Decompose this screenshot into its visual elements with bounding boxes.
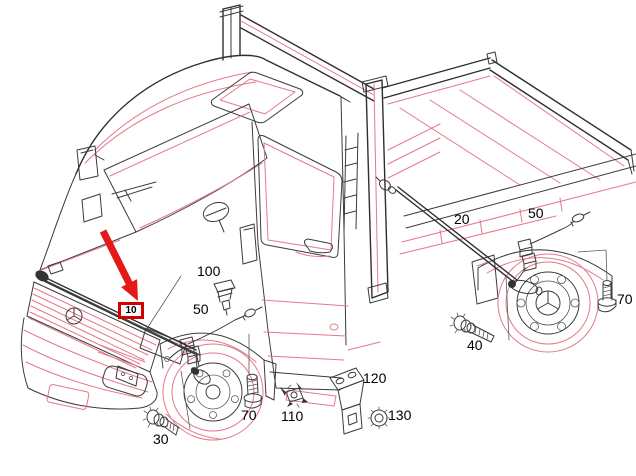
sunroof xyxy=(210,71,304,124)
license-plate xyxy=(46,384,90,410)
callout-50-front[interactable]: 50 xyxy=(193,301,209,317)
connector-cable-rear xyxy=(515,211,591,283)
bolt-icon-70-rear xyxy=(597,280,617,313)
clip-nut-icon-110 xyxy=(280,382,308,408)
cab-door xyxy=(239,121,359,407)
door-handle xyxy=(303,238,333,254)
sensor-cable-rear xyxy=(375,176,518,284)
fog-lamp xyxy=(102,365,148,397)
leader-lines xyxy=(145,249,608,430)
front-wheel xyxy=(159,332,277,441)
hub-star-icon xyxy=(535,290,561,316)
callout-130[interactable]: 130 xyxy=(388,407,412,423)
callout-70-rear[interactable]: 70 xyxy=(617,291,633,307)
callout-30[interactable]: 30 xyxy=(153,431,169,447)
flatbed-body xyxy=(347,51,636,351)
front-wheel-sensor xyxy=(190,355,211,385)
callout-120[interactable]: 120 xyxy=(363,370,387,386)
rear-wheel xyxy=(471,249,613,353)
plug-icon-100 xyxy=(213,279,236,316)
bracket-icon-120 xyxy=(329,367,365,435)
cab-rear-rack xyxy=(343,132,359,233)
screw-icon-40 xyxy=(449,312,495,343)
callout-50-rear[interactable]: 50 xyxy=(528,205,544,221)
screw-icon-30 xyxy=(142,406,180,436)
highlight-arrow xyxy=(99,229,138,301)
front-bumper xyxy=(20,317,158,410)
bed-headboard xyxy=(219,4,375,102)
callout-10-highlighted[interactable]: 10 xyxy=(118,302,144,319)
callout-100[interactable]: 100 xyxy=(197,263,221,279)
sensor-cable-front xyxy=(35,261,200,367)
callout-40[interactable]: 40 xyxy=(467,337,483,353)
rear-wheel-sensor xyxy=(508,279,543,296)
windshield xyxy=(103,103,268,233)
right-mirror xyxy=(239,223,258,265)
callout-20[interactable]: 20 xyxy=(454,211,470,227)
left-mirror xyxy=(76,145,105,181)
callout-70-front[interactable]: 70 xyxy=(241,407,257,423)
callout-110[interactable]: 110 xyxy=(281,408,304,424)
brand-star-icon xyxy=(65,307,83,325)
bolt-icon-70-front xyxy=(243,373,263,409)
connector-cable-front xyxy=(164,306,263,365)
nut-icon-130 xyxy=(367,406,391,430)
bed-stake-post xyxy=(365,79,389,299)
